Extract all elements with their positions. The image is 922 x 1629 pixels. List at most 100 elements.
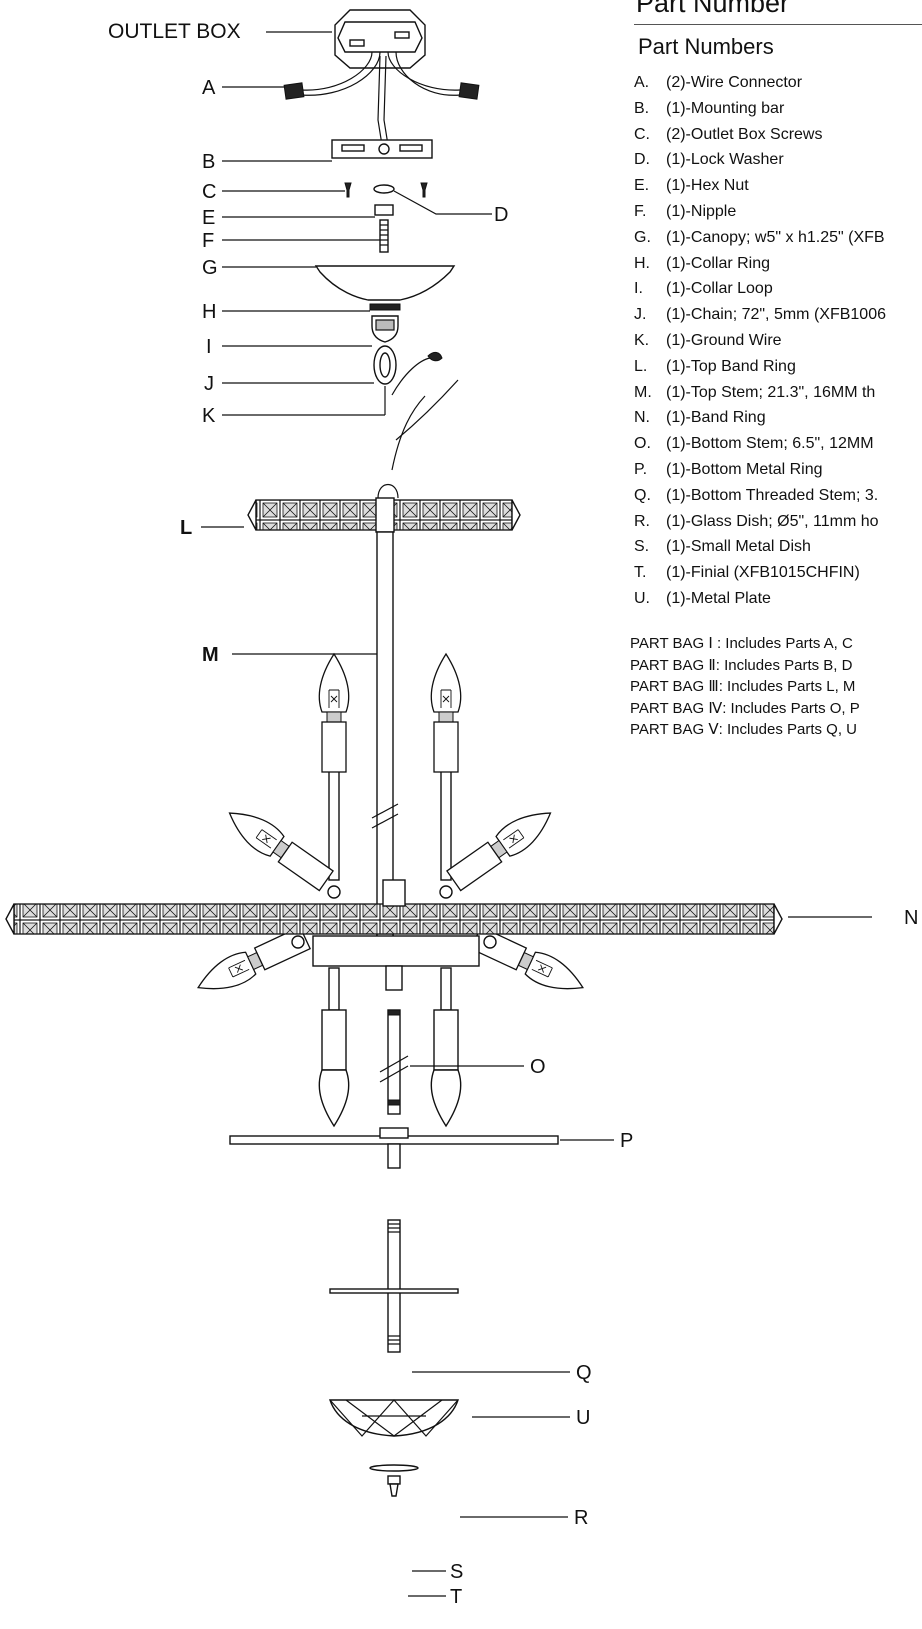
part-description: (1)-Hex Nut [666, 177, 749, 195]
part-description: (1)-Chain; 72", 5mm (XFB1006 [666, 306, 886, 324]
parts-list-panel: Part Number Part Numbers A. (2)-Wire Conn… [630, 0, 922, 740]
label-o: O [530, 1056, 546, 1078]
lower-candle-right [430, 967, 462, 1128]
part-bag-row: PART BAG Ⅳ: Includes Parts O, P [630, 699, 860, 717]
part-description: (1)-Collar Loop [666, 280, 773, 298]
supply-wires [301, 51, 461, 146]
part-description: (1)-Bottom Threaded Stem; 3. [666, 486, 879, 504]
center-hub [291, 935, 497, 991]
label-d: D [494, 204, 508, 226]
part-description: (1)-Top Band Ring [666, 357, 796, 375]
collar-ring [369, 303, 401, 311]
bottom-threaded-stem [387, 1219, 401, 1353]
label-t: T [450, 1586, 462, 1608]
part-description: (1)-Mounting bar [666, 99, 785, 117]
ground-wire [384, 351, 459, 471]
bottom-stem [379, 1009, 409, 1115]
part-description: (1)-Bottom Metal Ring [666, 461, 823, 478]
angled-candle-upper-right [444, 800, 560, 894]
part-key: N. [634, 409, 650, 427]
label-m: M [202, 644, 219, 666]
part-description: (1)-Band Ring [666, 409, 766, 427]
part-key: F. [634, 203, 647, 220]
part-key: H. [634, 254, 650, 272]
top-stem [371, 531, 399, 939]
outlet-box-screws [344, 182, 428, 198]
part-key: D. [634, 151, 650, 169]
part-description: (1)-Canopy; w5" x h1.25" (XFB [666, 228, 885, 246]
label-s: S [450, 1561, 463, 1583]
wire-connector-a-left [283, 82, 305, 100]
label-u: U [576, 1407, 590, 1429]
glass-dish [329, 1399, 459, 1437]
upper-candle-left [318, 653, 350, 881]
label-p: P [620, 1130, 633, 1152]
label-b: B [202, 151, 215, 173]
part-key: Q. [634, 486, 651, 504]
label-c: C [202, 181, 216, 203]
part-description: (1)-Lock Washer [666, 151, 784, 169]
label-r: R [574, 1507, 588, 1529]
part-bag-row: PART BAG Ⅱ: Includes Parts B, D [630, 656, 853, 674]
title-divider [634, 24, 922, 25]
label-k: K [202, 405, 216, 427]
mounting-bar [331, 139, 433, 159]
part-description: (2)-Wire Connector [666, 74, 803, 91]
lock-washer [373, 184, 395, 194]
part-key: T. [634, 564, 647, 582]
part-description: (1)-Nipple [666, 203, 737, 220]
part-key: B. [634, 99, 650, 117]
label-a: A [202, 77, 216, 99]
finial [387, 1475, 401, 1497]
part-description: (2)-Outlet Box Screws [666, 125, 823, 143]
parts-title: Part Number [636, 0, 790, 18]
part-description: (1)-Small Metal Dish [666, 538, 811, 556]
part-description: (1)-Bottom Stem; 6.5", 12MM [666, 435, 874, 453]
outlet-box [334, 9, 426, 69]
label-e: E [202, 207, 215, 229]
part-key: P. [634, 461, 648, 478]
part-description: (1)-Top Stem; 21.3", 16MM th [666, 383, 876, 401]
part-key: S. [634, 538, 650, 556]
part-description: (1)-Ground Wire [666, 332, 782, 349]
label-g: G [202, 257, 218, 279]
label-h: H [202, 301, 216, 323]
canopy [314, 265, 456, 301]
part-key: M. [634, 383, 652, 401]
part-key: G. [634, 228, 651, 246]
label-i: I [206, 336, 212, 358]
wire-connector-a-right [458, 82, 480, 100]
lower-candle-left [318, 967, 350, 1128]
label-f: F [202, 230, 214, 252]
parts-subtitle: Part Numbers [638, 34, 774, 59]
nipple [379, 219, 389, 253]
part-key: E. [634, 177, 650, 195]
part-bag-row: PART BAG Ⅴ: Includes Parts Q, U [630, 721, 858, 738]
leader-lines [201, 86, 872, 1597]
part-key: L. [634, 357, 648, 375]
part-key: R. [634, 512, 650, 530]
band-ring [5, 879, 783, 935]
bottom-metal-ring [229, 1127, 559, 1169]
chain [373, 345, 397, 385]
part-key: U. [634, 590, 650, 607]
collar-loop [371, 315, 399, 343]
part-key: K. [634, 332, 650, 349]
label-l: L [180, 517, 192, 539]
label-j: J [204, 373, 214, 395]
angled-candle-upper-left [220, 800, 336, 894]
part-bag-row: PART BAG Ⅰ : Includes Parts A, C [630, 635, 853, 652]
part-key: J. [634, 306, 647, 324]
part-description: (1)-Collar Ring [666, 254, 771, 272]
label-n: N [904, 907, 918, 929]
small-metal-dish [369, 1464, 419, 1472]
part-description: (1)-Metal Plate [666, 590, 771, 607]
angled-candle-lower-left [191, 923, 312, 1002]
part-description: (1)-Glass Dish; Ø5", 11mm ho [666, 512, 879, 530]
upper-candle-right [430, 653, 462, 881]
outlet-box-label: OUTLET BOX [108, 20, 241, 43]
part-key: O. [634, 435, 651, 453]
part-key: A. [634, 74, 650, 91]
label-q: Q [576, 1362, 592, 1384]
